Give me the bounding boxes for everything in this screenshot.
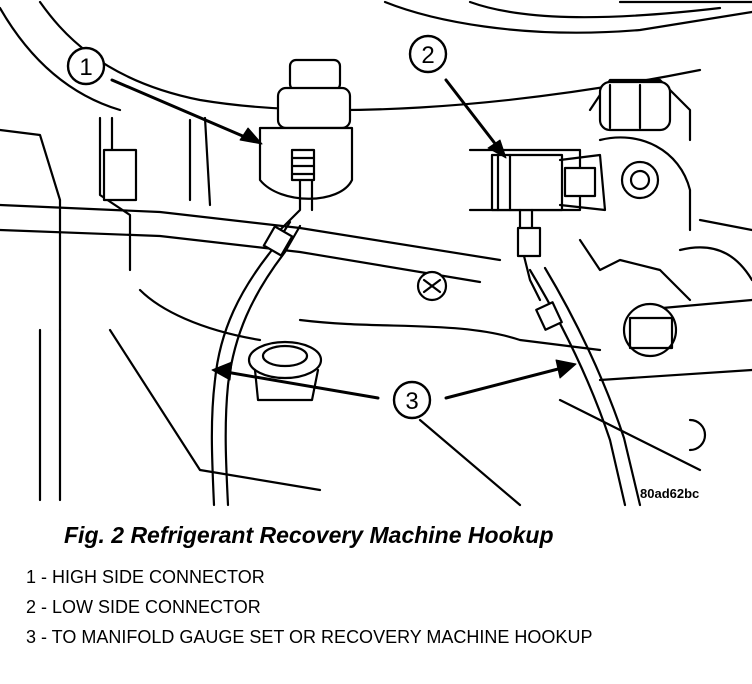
callout-3-leaders — [211, 359, 577, 400]
high-side-port — [258, 58, 354, 247]
center-bolt — [416, 270, 448, 302]
figure-reference-code: 80ad62bc — [640, 486, 700, 501]
legend-list: 1 - HIGH SIDE CONNECTOR 2 - LOW SIDE CON… — [26, 566, 726, 656]
callout-3-number: 3 — [405, 388, 418, 415]
callout-1-number: 1 — [79, 54, 92, 81]
lower-structure — [38, 288, 752, 507]
hood-outline — [0, 0, 752, 112]
legend-item-2: 2 - LOW SIDE CONNECTOR — [26, 597, 261, 617]
frame-bracket — [0, 116, 502, 332]
fitting-boss — [247, 340, 323, 402]
callout-1-leader — [110, 78, 263, 145]
right-bracket — [578, 218, 752, 452]
figure-caption: Fig. 2 Refrigerant Recovery Machine Hook… — [64, 522, 554, 548]
callout-2-leader — [444, 78, 507, 159]
low-side-hose — [528, 266, 642, 507]
low-side-port — [468, 78, 692, 302]
high-side-hose — [210, 220, 302, 507]
legend-item-3: 3 - TO MANIFOLD GAUGE SET OR RECOVERY MA… — [26, 627, 593, 647]
callout-2: 2 — [408, 34, 448, 74]
callout-3: 3 — [392, 380, 432, 420]
legend-item-1: 1 - HIGH SIDE CONNECTOR — [26, 567, 265, 587]
callout-1: 1 — [66, 46, 106, 86]
callout-2-number: 2 — [421, 42, 434, 69]
engine-bay-illustration: 1 2 3 — [0, 0, 752, 507]
